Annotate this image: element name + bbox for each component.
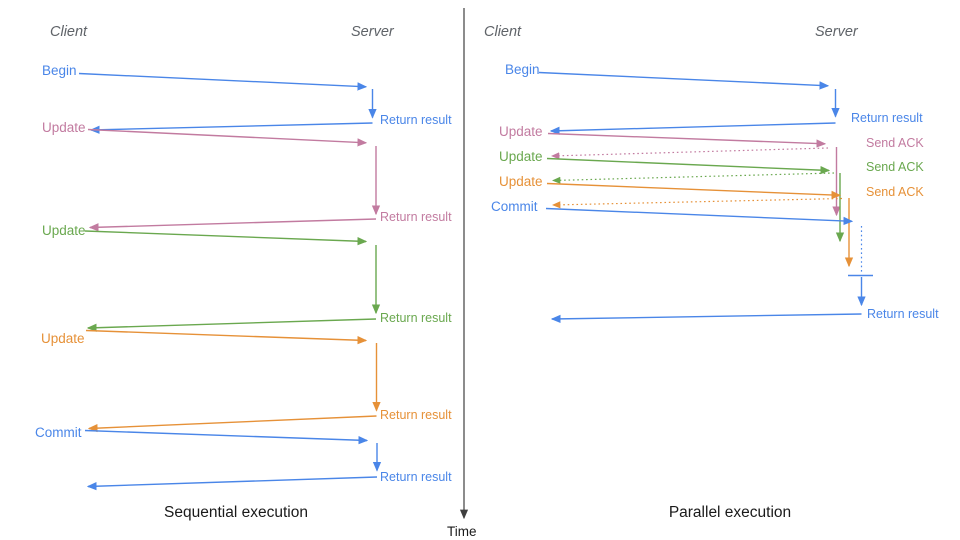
par-message-label: Begin (505, 62, 540, 77)
par-commit-arrows (545, 207, 873, 324)
seq-update3-arrows (85, 329, 381, 433)
par-response-label: Send ACK (866, 185, 924, 199)
seq-message-label: Update (42, 223, 86, 238)
seq-message-label: Commit (35, 425, 82, 440)
time-axis-label: Time (447, 524, 477, 539)
seq-response-label: Return result (380, 470, 452, 484)
par-title: Parallel execution (668, 504, 792, 521)
par-server-header: Server (815, 24, 858, 40)
par-message-label: Update (499, 174, 543, 189)
par-message-label: Update (499, 124, 543, 139)
par-response-label: Send ACK (866, 136, 924, 150)
par-update3-arrows (546, 182, 854, 268)
par-response-label: Return result (851, 111, 923, 125)
seq-response-label: Return result (380, 311, 452, 325)
seq-update2-arrows (84, 230, 381, 332)
seq-client-header: Client (50, 24, 88, 40)
par-begin-arrows (538, 71, 840, 135)
par-message-label: Update (499, 149, 543, 164)
seq-update1-arrows (87, 128, 381, 232)
seq-title: Sequential execution (164, 504, 308, 521)
seq-server-header: Server (351, 24, 394, 40)
seq-response-label: Return result (380, 113, 452, 127)
par-message-label: Commit (491, 199, 538, 214)
seq-begin-arrows (78, 72, 377, 134)
par-update1-arrows (547, 132, 841, 217)
par-client-header: Client (484, 24, 522, 40)
seq-response-label: Return result (380, 408, 452, 422)
seq-response-label: Return result (380, 210, 452, 224)
par-response-label: Send ACK (866, 160, 924, 174)
seq-message-label: Update (42, 120, 86, 135)
seq-message-label: Update (41, 331, 85, 346)
par-update2-arrows (546, 157, 845, 243)
seq-message-label: Begin (42, 63, 77, 78)
par-response-label: Return result (867, 307, 939, 321)
seq-commit-arrows (84, 429, 382, 491)
